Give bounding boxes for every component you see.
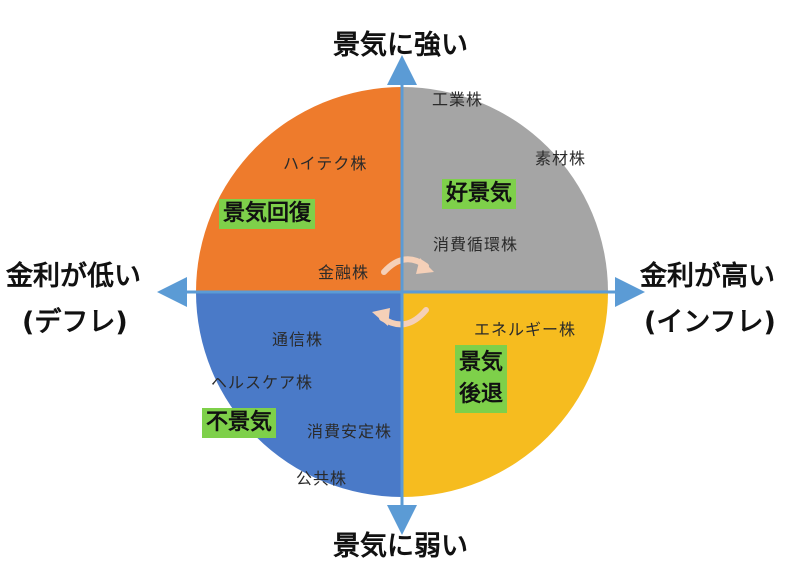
axis-label-bottom: 景気に弱い: [333, 531, 468, 562]
axis-label-left-2: (デフレ): [22, 307, 128, 338]
sector-label: ハイテク株: [283, 154, 368, 173]
sector-label: 素材株: [535, 149, 587, 168]
axis-label-left-1: 金利が低い: [6, 261, 141, 292]
sector-label: ヘルスケア株: [211, 373, 314, 392]
quadrant-bottom-left: [196, 292, 402, 497]
sector-label: 工業株: [432, 90, 484, 109]
cycle-arrow-upper-head: [416, 258, 434, 274]
sector-label: 消費安定株: [307, 422, 393, 441]
sector-label: 公共株: [296, 469, 348, 488]
phase-label-recession: 景気 後退: [455, 345, 508, 413]
phase-label-recovery: 景気回復: [219, 199, 316, 229]
sector-label: 通信株: [272, 330, 324, 349]
sector-label: 消費循環株: [433, 235, 519, 254]
axis-label-right-1: 金利が高い: [640, 261, 775, 292]
quadrant-top-left: [196, 87, 402, 292]
axis-label-right-2: (インフレ): [644, 307, 776, 338]
phase-label-recession-line2: 後退: [459, 381, 504, 407]
phase-label-boom: 好景気: [442, 179, 517, 209]
sector-label: エネルギー株: [474, 320, 577, 339]
axis-label-top: 景気に強い: [333, 30, 468, 61]
cycle-arrow-lower-head: [372, 308, 390, 326]
phase-label-recession-line1: 景気: [459, 350, 504, 375]
sector-label: 金融株: [318, 263, 370, 282]
phase-label-slump: 不景気: [202, 408, 277, 438]
